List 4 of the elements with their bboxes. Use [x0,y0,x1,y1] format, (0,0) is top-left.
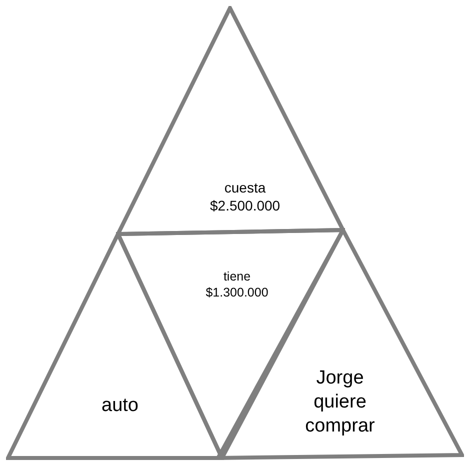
node-label: Jorge quiere comprar [304,366,376,438]
node-label: tiene $1.300.000 [204,269,270,301]
node-label: cuesta $2.500.000 [210,180,280,214]
node-label: auto [100,394,140,418]
